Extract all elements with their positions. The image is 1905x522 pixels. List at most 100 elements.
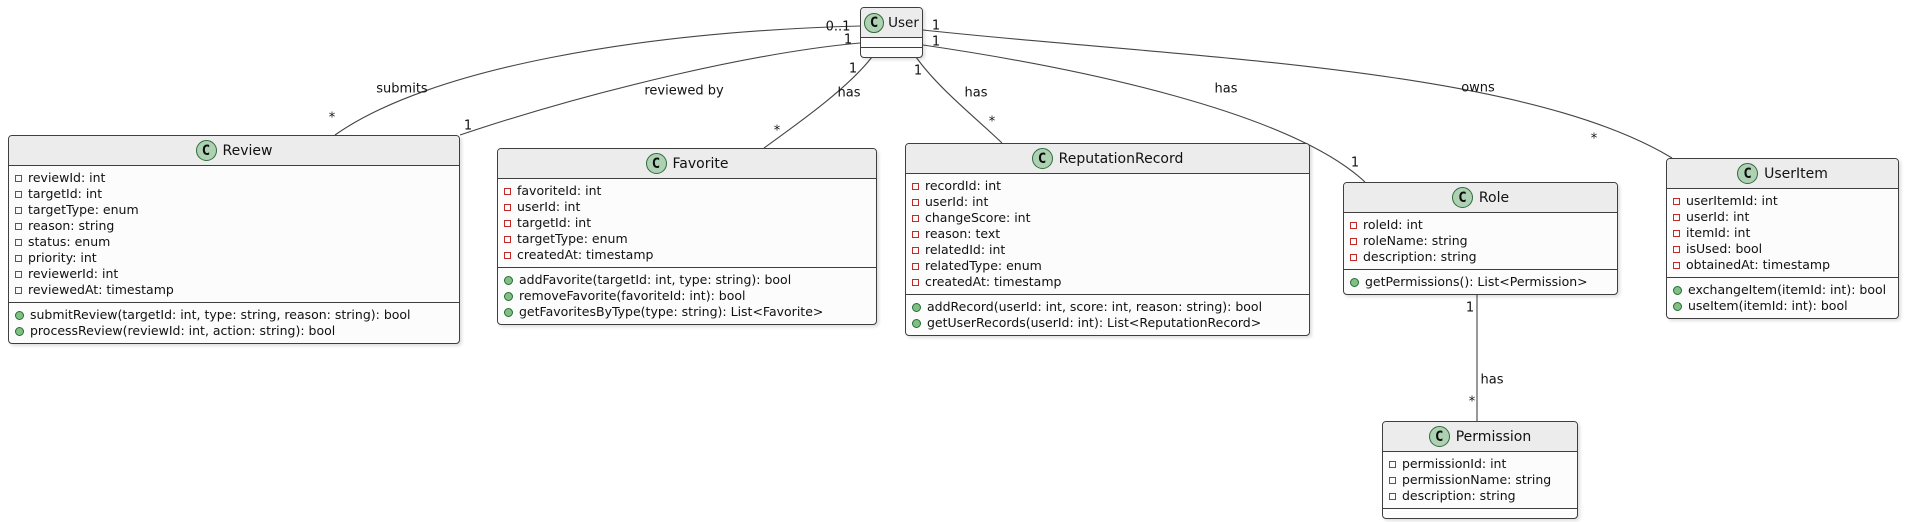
class-name: Review: [222, 142, 273, 159]
private-field-icon: [504, 235, 511, 243]
private-field-icon: [912, 230, 919, 238]
class-icon: C: [645, 153, 667, 174]
class-name: Permission: [1455, 428, 1532, 445]
empty-methods-compartment: [1383, 509, 1577, 518]
multiplicity: *: [1468, 394, 1476, 410]
attributes-compartment: userItemId: int userId: int itemId: int …: [1667, 189, 1898, 278]
class-user-header: C User: [861, 8, 922, 38]
multiplicity: *: [988, 114, 996, 130]
private-field-icon: [1673, 245, 1680, 253]
attribute-row: reviewedAt: timestamp: [15, 282, 453, 298]
private-field-icon: [1389, 476, 1396, 484]
class-name: Role: [1478, 189, 1510, 206]
class-permission-header: C Permission: [1383, 422, 1577, 452]
multiplicity: 1: [463, 118, 473, 134]
private-field-icon: [1673, 213, 1680, 221]
class-review: C Review reviewId: int targetId: int tar…: [8, 135, 460, 344]
private-field-icon: [912, 278, 919, 286]
multiplicity: *: [1590, 131, 1598, 147]
empty-attributes-compartment: [861, 38, 922, 48]
attributes-compartment: roleId: int roleName: string description…: [1344, 213, 1617, 270]
edge-user-review-submits: [334, 25, 861, 136]
edge-label-has-permission: has: [1480, 372, 1504, 388]
multiplicity: 1: [913, 63, 923, 79]
private-field-icon: [15, 174, 22, 182]
method-row: exchangeItem(itemId: int): bool: [1673, 282, 1892, 298]
method-row: addFavorite(targetId: int, type: string)…: [504, 272, 870, 288]
methods-compartment: exchangeItem(itemId: int): bool useItem(…: [1667, 278, 1898, 318]
attribute-row: userItemId: int: [1673, 193, 1892, 209]
multiplicity: 1: [931, 18, 941, 34]
method-row: getUserRecords(userId: int): List<Reputa…: [912, 315, 1303, 331]
attribute-row: obtainedAt: timestamp: [1673, 257, 1892, 273]
multiplicity: *: [773, 123, 781, 139]
methods-compartment: addRecord(userId: int, score: int, reaso…: [906, 295, 1309, 335]
class-favorite: C Favorite favoriteId: int userId: int t…: [497, 148, 877, 325]
private-field-icon: [1673, 261, 1680, 269]
multiplicity: 1: [931, 34, 941, 50]
public-method-icon: [912, 302, 921, 312]
public-method-icon: [504, 275, 513, 285]
private-field-icon: [15, 238, 22, 246]
attribute-row: targetType: enum: [15, 202, 453, 218]
class-icon: C: [195, 140, 217, 161]
public-method-icon: [15, 326, 24, 336]
multiplicity: 1: [1465, 300, 1475, 316]
method-row: addRecord(userId: int, score: int, reaso…: [912, 299, 1303, 315]
private-field-icon: [912, 246, 919, 254]
public-method-icon: [1673, 301, 1682, 311]
attribute-row: roleName: string: [1350, 233, 1611, 249]
edge-label-owns: owns: [1461, 80, 1495, 96]
attribute-row: createdAt: timestamp: [912, 274, 1303, 290]
public-method-icon: [1350, 277, 1359, 287]
private-field-icon: [912, 198, 919, 206]
class-icon: C: [1428, 426, 1450, 447]
attribute-row: reason: string: [15, 218, 453, 234]
attribute-row: changeScore: int: [912, 210, 1303, 226]
attribute-row: recordId: int: [912, 178, 1303, 194]
class-favorite-header: C Favorite: [498, 149, 876, 179]
class-name: Favorite: [672, 155, 729, 172]
attribute-row: relatedId: int: [912, 242, 1303, 258]
private-field-icon: [15, 190, 22, 198]
class-name: User: [888, 14, 919, 31]
class-icon: C: [1737, 163, 1759, 184]
attribute-row: targetType: enum: [504, 231, 870, 247]
private-field-icon: [15, 206, 22, 214]
private-field-icon: [15, 222, 22, 230]
public-method-icon: [912, 318, 921, 328]
attribute-row: relatedType: enum: [912, 258, 1303, 274]
multiplicity: *: [328, 110, 336, 126]
private-field-icon: [504, 219, 511, 227]
attributes-compartment: favoriteId: int userId: int targetId: in…: [498, 179, 876, 268]
private-field-icon: [1389, 492, 1396, 500]
attribute-row: itemId: int: [1673, 225, 1892, 241]
attribute-row: favoriteId: int: [504, 183, 870, 199]
edge-user-favorite-has: [763, 56, 873, 149]
edge-user-role-has: [922, 44, 1366, 183]
class-icon: C: [1031, 148, 1053, 169]
edge-label-reviewed-by: reviewed by: [644, 83, 724, 99]
private-field-icon: [504, 203, 511, 211]
public-method-icon: [504, 307, 513, 317]
class-user-item-header: C UserItem: [1667, 159, 1898, 189]
private-field-icon: [1350, 221, 1357, 229]
attribute-row: userId: int: [912, 194, 1303, 210]
private-field-icon: [1350, 237, 1357, 245]
empty-methods-compartment: [861, 48, 922, 57]
class-user: C User: [860, 7, 923, 58]
multiplicity: 1: [843, 32, 853, 48]
class-reputation-record: C ReputationRecord recordId: int userId:…: [905, 143, 1310, 336]
method-row: useItem(itemId: int): bool: [1673, 298, 1892, 314]
private-field-icon: [504, 251, 511, 259]
class-user-item: C UserItem userItemId: int userId: int i…: [1666, 158, 1899, 319]
attribute-row: status: enum: [15, 234, 453, 250]
methods-compartment: getPermissions(): List<Permission>: [1344, 270, 1617, 294]
edge-label-has-reputation: has: [964, 85, 988, 101]
private-field-icon: [15, 254, 22, 262]
attribute-row: roleId: int: [1350, 217, 1611, 233]
attribute-row: createdAt: timestamp: [504, 247, 870, 263]
class-permission: C Permission permissionId: int permissio…: [1382, 421, 1578, 519]
method-row: getFavoritesByType(type: string): List<F…: [504, 304, 870, 320]
